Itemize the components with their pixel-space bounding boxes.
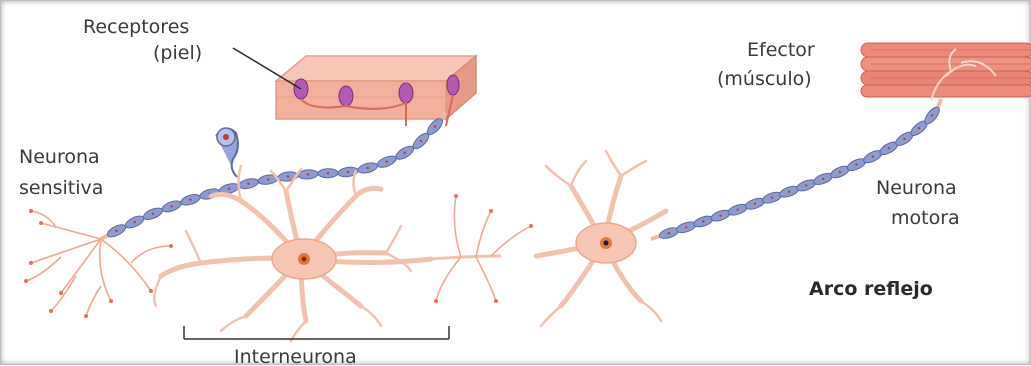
myelin-node-dot	[307, 173, 309, 175]
myelin-node-dot	[737, 209, 739, 211]
myelin-node-dot	[839, 171, 841, 173]
myelin-node-dot	[386, 161, 388, 163]
myelin-node-dot	[855, 163, 857, 165]
myelin-node-dot	[754, 203, 756, 205]
myelin-node-dot	[931, 114, 933, 116]
label-motor-neuron-2: motora	[891, 207, 960, 229]
myelin-node-dot	[788, 191, 790, 193]
receptor-cell	[339, 86, 353, 106]
label-effector: Efector	[747, 39, 815, 61]
myelin-node-dot	[822, 178, 824, 180]
myelin-node-dot	[918, 127, 920, 129]
label-sensory-neuron-2: sensitiva	[19, 177, 103, 199]
myelin-node-dot	[267, 178, 269, 180]
receptor-cell	[399, 83, 413, 103]
myelin-node-dot	[327, 172, 329, 174]
myelin-node-dot	[404, 152, 406, 154]
myelin-node-dot	[152, 213, 154, 215]
label-interneuron: Interneurona	[234, 346, 357, 366]
label-effector-muscle: (músculo)	[717, 68, 812, 90]
receptor-cell	[447, 75, 459, 95]
label-sensory-neuron: Neurona	[19, 146, 100, 168]
myelin-node-dot	[287, 175, 289, 177]
myelin-node-dot	[170, 205, 172, 207]
label-motor-neuron: Neurona	[876, 177, 957, 199]
myelin-node-dot	[668, 232, 670, 234]
myelin-node-dot	[805, 184, 807, 186]
myelin-node-dot	[719, 214, 721, 216]
myelin-node-dot	[347, 171, 349, 173]
myelin-node-dot	[888, 147, 890, 149]
sensory-neuron	[24, 113, 446, 318]
myelin-node-dot	[247, 183, 249, 185]
myelin-node-dot	[228, 188, 230, 190]
myelin-node-dot	[115, 230, 117, 232]
muscle-fibers	[861, 43, 1031, 101]
myelin-node-dot	[872, 156, 874, 158]
myelin-node-dot	[367, 167, 369, 169]
label-reflex-arc: Arco reflejo	[809, 278, 933, 300]
myelin-node-dot	[133, 221, 135, 223]
myelin-node-dot	[434, 125, 436, 127]
myelin-node-dot	[420, 140, 422, 142]
label-receptors: Receptores	[83, 16, 189, 38]
myelin-node-dot	[702, 220, 704, 222]
label-receptors-skin: (piel)	[153, 42, 202, 64]
myelin-node-dot	[189, 199, 191, 201]
myelin-node-dot	[903, 138, 905, 140]
myelin-node-dot	[685, 226, 687, 228]
myelin-node-dot	[771, 197, 773, 199]
